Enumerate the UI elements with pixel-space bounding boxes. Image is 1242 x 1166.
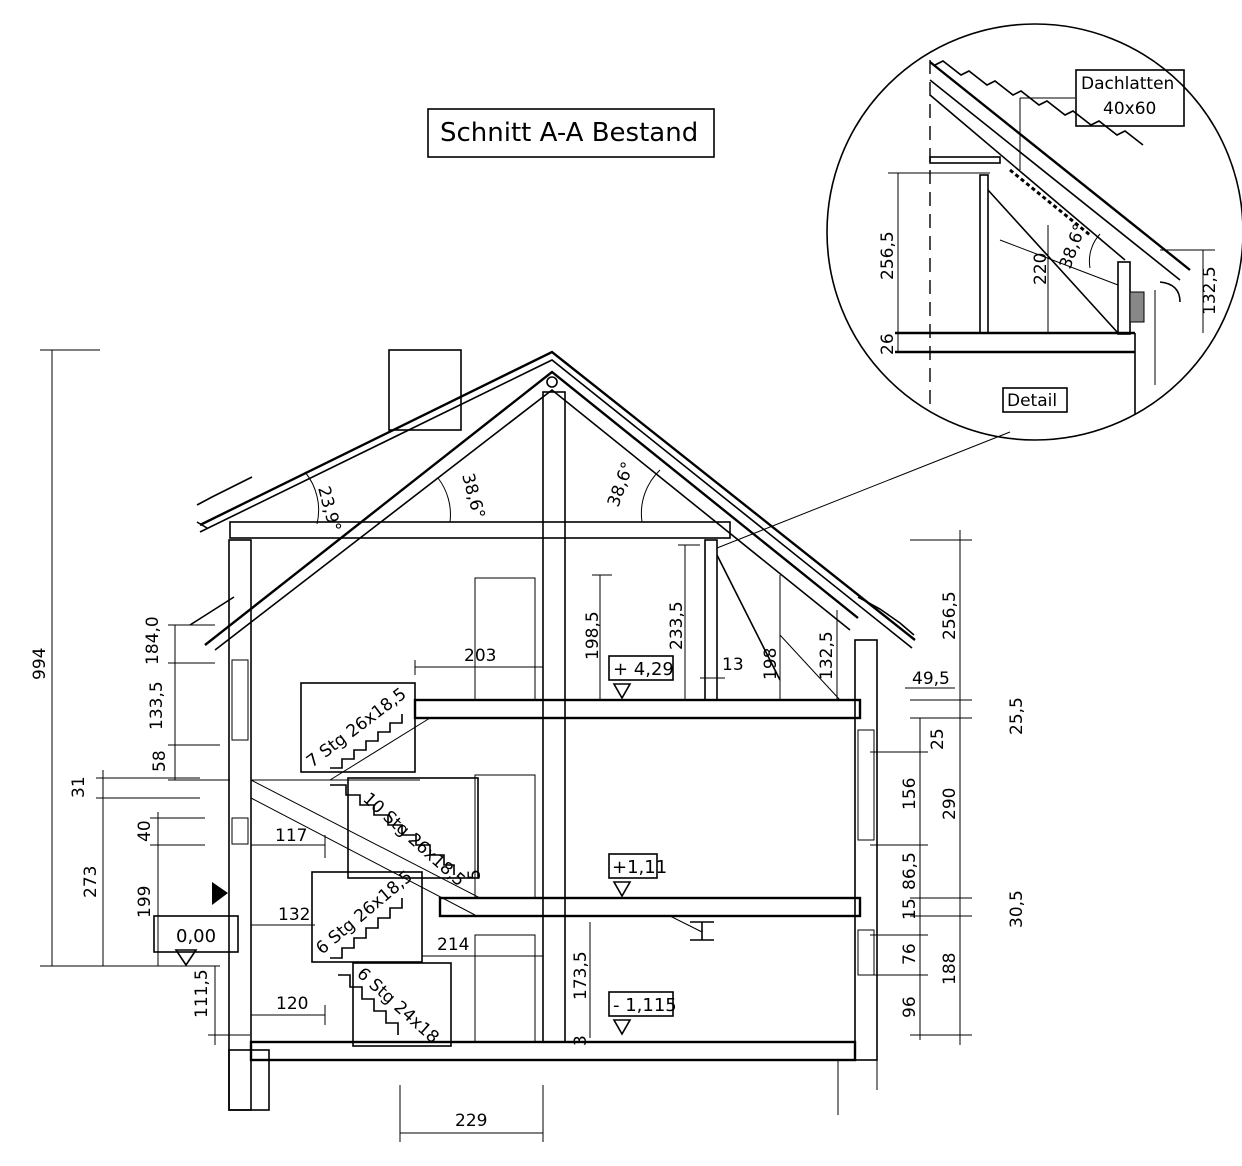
left-dimensions: 994 184,0 133,5 58 31 273 40 199 111,5	[30, 349, 250, 1045]
dim-30-5: 30,5	[1007, 890, 1027, 928]
attic-door	[474, 577, 536, 701]
dim-229: 229	[455, 1111, 487, 1131]
dim-13: 13	[722, 655, 744, 675]
dim-40: 40	[135, 820, 155, 842]
detail-dim-26: 26	[878, 333, 898, 355]
dim-184: 184,0	[143, 616, 163, 665]
upper-door	[474, 774, 536, 899]
steel-beam-icon	[690, 921, 714, 941]
stair-2-label: 10 Stg 26x18,5	[359, 789, 469, 891]
title-block: Schnitt A-A Bestand	[427, 108, 715, 158]
level-basement-label: - 1,115	[613, 995, 677, 1016]
stair-4-label: 6 Stg 24x18	[353, 964, 443, 1048]
detail-note: Dachlatten 40x60	[1075, 69, 1185, 127]
rafter-left	[204, 370, 859, 646]
dim-5: 5	[465, 869, 485, 880]
dim-198-5: 198,5	[583, 611, 603, 660]
dim-111-5: 111,5	[192, 969, 212, 1018]
dim-198: 198	[761, 648, 781, 680]
detail-label: Detail	[1007, 391, 1057, 411]
angle-1-label: 23,9°	[313, 484, 344, 534]
detail-label-box: Detail	[1002, 387, 1068, 413]
dim-256-5: 256,5	[940, 591, 960, 640]
level-markers: + 4,29 +1,11 0,00 - 1,115	[153, 655, 677, 1036]
angle-2-label: 38,6°	[457, 471, 488, 521]
level-attic: + 4,29	[608, 655, 674, 700]
collar-beam	[229, 521, 731, 539]
right-dimensions: 256,5 25,5 290 30,5 188 25 156 86,5 15 7…	[870, 530, 1027, 1045]
angle-3-label: 38,6°	[604, 459, 639, 509]
dim-15: 15	[900, 898, 920, 920]
detail-leader	[716, 431, 1011, 549]
roof-angles: 23,9° 38,6° 38,6°	[304, 459, 661, 534]
level-ground: 0,00	[153, 882, 239, 967]
level-upper-label: +1,11	[612, 857, 667, 878]
dim-58: 58	[150, 750, 170, 772]
dim-133-5: 133,5	[147, 681, 167, 730]
level-ground-label: 0,00	[176, 926, 216, 947]
stair-1-label: 7 Stg 26x18,5	[303, 684, 410, 772]
upper-floor-slab	[438, 896, 862, 918]
building-section	[189, 349, 916, 1115]
stair-1: 7 Stg 26x18,5	[300, 682, 416, 773]
right-wall	[854, 639, 878, 1061]
dim-132: 132	[278, 905, 310, 925]
dim-233-5: 233,5	[667, 601, 687, 650]
dim-25: 25	[928, 728, 948, 750]
attic-floor-slab	[413, 698, 862, 720]
dim-290: 290	[940, 788, 960, 820]
dim-120: 120	[276, 994, 308, 1014]
dim-214: 214	[437, 935, 469, 955]
stair-4: 6 Stg 24x18	[338, 962, 452, 1048]
dim-76: 76	[900, 943, 920, 965]
dim-25-5: 25,5	[1007, 697, 1027, 735]
ground-floor-slab	[249, 1040, 857, 1062]
detail-note-line2: 40x60	[1103, 99, 1156, 119]
level-basement: - 1,115	[608, 991, 677, 1036]
chimney	[388, 349, 462, 431]
detail-dim-132-5: 132,5	[1200, 266, 1220, 315]
dim-117: 117	[275, 826, 307, 846]
level-attic-label: + 4,29	[613, 659, 674, 680]
detail-view: 256,5 26 220 132,5 38,6° Dachlatten 40x6…	[826, 23, 1242, 441]
dim-132-5: 132,5	[817, 631, 837, 680]
detail-dim-256-5: 256,5	[878, 231, 898, 280]
dim-188: 188	[940, 953, 960, 985]
dim-49-5: 49,5	[912, 669, 950, 689]
detail-dim-220: 220	[1031, 253, 1051, 285]
level-upper: +1,11	[608, 853, 667, 898]
stair-3: 6 Stg 26x18,5	[311, 867, 423, 963]
dim-994: 994	[30, 648, 50, 680]
dim-31: 31	[69, 776, 89, 798]
dim-173-5: 173,5	[571, 951, 591, 1000]
roof-outer-line	[199, 350, 916, 641]
drawing-title: Schnitt A-A Bestand	[440, 118, 698, 148]
dim-203: 203	[464, 646, 496, 666]
dim-3: 3	[571, 1035, 591, 1046]
detail-angle: 38,6°	[1056, 221, 1091, 271]
inner-dimensions: 117 132 120 203 214 229 198,5 233,5 13 1…	[251, 544, 955, 1142]
dim-273: 273	[81, 866, 101, 898]
dim-86-5: 86,5	[900, 852, 920, 890]
dim-199: 199	[135, 886, 155, 918]
detail-note-line1: Dachlatten	[1081, 74, 1174, 94]
basement-door	[474, 934, 536, 1043]
stairs: 7 Stg 26x18,5 10 Stg 26x18,5 6 Stg 26x18…	[300, 682, 479, 1048]
dim-156: 156	[900, 778, 920, 810]
dim-96: 96	[900, 996, 920, 1018]
stair-3-label: 6 Stg 26x18,5	[312, 867, 416, 959]
